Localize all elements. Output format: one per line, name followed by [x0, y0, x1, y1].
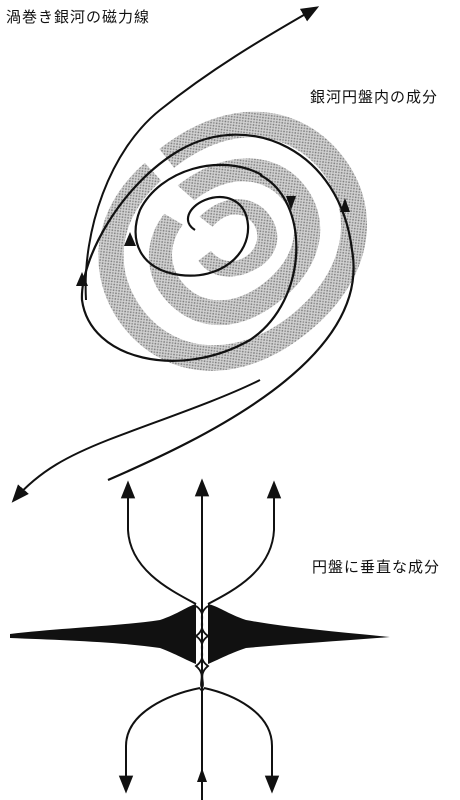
spiral-galaxy: [51, 63, 415, 420]
spiral-arm-outer: [51, 63, 415, 420]
arrow-low-center: [197, 768, 207, 782]
field-line-low-left: [126, 688, 200, 790]
field-line-up-left: [128, 484, 196, 604]
field-line-low-right: [204, 688, 272, 790]
field-line-up-right: [208, 484, 274, 604]
edge-on-disk: [10, 604, 390, 664]
field-line-entry: [14, 380, 260, 500]
disk-left-half: [10, 604, 196, 664]
disk-right-half: [208, 604, 390, 664]
